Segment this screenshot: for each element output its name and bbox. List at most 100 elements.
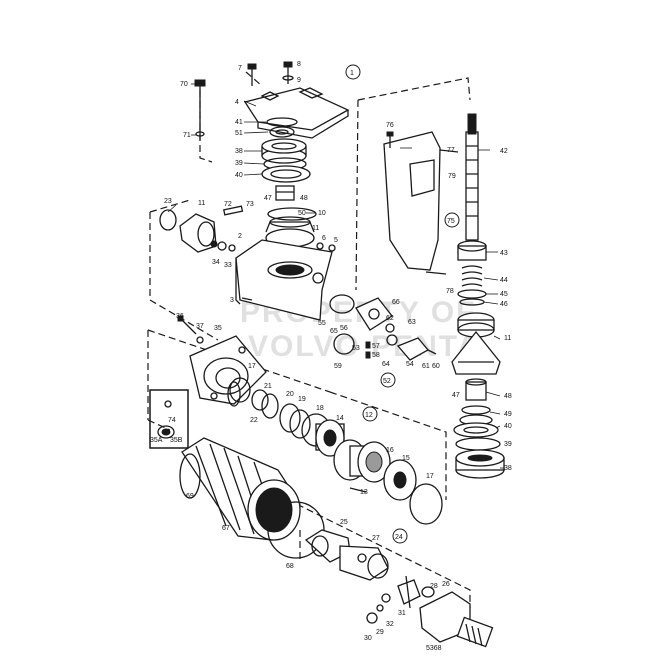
label-11-left: 11	[198, 200, 205, 207]
label-18: 18	[316, 405, 324, 412]
label-60: 60	[432, 363, 440, 370]
label-69: 69	[186, 493, 194, 500]
label-68: 68	[286, 563, 294, 570]
label-23: 23	[164, 198, 172, 205]
drawing-number: 5368	[426, 645, 442, 652]
u-joint-assembly	[304, 529, 494, 648]
label-41: 41	[235, 119, 243, 126]
vertical-shaft-42	[457, 113, 487, 306]
shift-mechanism-52	[329, 294, 437, 361]
label-21: 21	[264, 383, 272, 390]
label-48-top: 48	[300, 195, 308, 202]
label-74: 74	[168, 417, 176, 424]
label-43: 43	[500, 250, 508, 257]
label-51: 51	[235, 130, 243, 137]
label-8: 8	[297, 61, 301, 68]
label-64: 64	[382, 361, 390, 368]
label-7: 7	[238, 65, 242, 72]
group-label-24: 24	[395, 534, 403, 541]
top-cover-assembly	[194, 61, 350, 248]
label-27: 27	[372, 535, 380, 542]
label-26: 26	[442, 581, 450, 588]
label-5: 5	[334, 237, 338, 244]
bearing-row	[227, 381, 443, 525]
label-35a: 35A	[150, 437, 163, 444]
lower-gear-stack	[451, 312, 505, 479]
label-4: 4	[235, 99, 239, 106]
label-71: 71	[183, 132, 191, 139]
label-19: 19	[298, 396, 306, 403]
bellows-assembly	[179, 437, 325, 559]
watermark-line2: VOLVO PENTA	[248, 330, 481, 363]
sender-inset-box	[149, 389, 189, 449]
label-17-left: 17	[248, 363, 256, 370]
label-39-top: 39	[235, 160, 243, 167]
label-38-top: 38	[235, 148, 243, 155]
label-48-bottom: 48	[504, 393, 512, 400]
group-label-75: 75	[447, 218, 455, 225]
label-35b: 35B	[170, 437, 183, 444]
label-58: 58	[372, 352, 380, 359]
label-29: 29	[376, 629, 384, 636]
label-16: 16	[386, 447, 394, 454]
label-20: 20	[286, 391, 294, 398]
label-47-bottom: 47	[452, 392, 460, 399]
label-14: 14	[336, 415, 344, 422]
label-28: 28	[430, 583, 438, 590]
label-59: 59	[334, 363, 342, 370]
group-label-12: 12	[365, 412, 373, 419]
label-46: 46	[500, 301, 508, 308]
label-17-right: 17	[426, 473, 434, 480]
label-40-top: 40	[235, 172, 243, 179]
left-pinion-assembly	[159, 209, 236, 253]
label-72: 72	[224, 201, 232, 208]
label-56: 56	[340, 325, 348, 332]
label-3: 3	[230, 297, 234, 304]
label-50: 50	[298, 210, 306, 217]
label-65: 65	[330, 328, 338, 335]
label-31: 31	[398, 610, 406, 617]
label-9: 9	[297, 77, 301, 84]
label-79: 79	[448, 173, 456, 180]
label-42: 42	[500, 148, 508, 155]
label-30: 30	[364, 635, 372, 642]
label-15: 15	[402, 455, 410, 462]
group-label-52: 52	[383, 378, 391, 385]
label-33: 33	[224, 262, 232, 269]
upper-gear-housing	[235, 239, 336, 321]
label-73: 73	[246, 201, 254, 208]
label-47-top: 47	[264, 195, 272, 202]
label-37: 37	[196, 323, 204, 330]
label-54: 54	[406, 361, 414, 368]
leader-lines	[167, 83, 504, 469]
label-70: 70	[180, 81, 188, 88]
part-labels: 70 7 8 9 4 71 41 51 38 39 40 47 48 50 10…	[150, 61, 512, 652]
label-6: 6	[322, 235, 326, 242]
label-34: 34	[212, 259, 220, 266]
label-40-bottom: 40	[504, 423, 512, 430]
label-77: 77	[447, 147, 455, 154]
label-35: 35	[214, 325, 222, 332]
label-44: 44	[500, 277, 508, 284]
label-55: 55	[318, 320, 326, 327]
label-45: 45	[500, 291, 508, 298]
label-78: 78	[446, 288, 454, 295]
label-49: 49	[504, 411, 512, 418]
dashed-assembly-outlines	[147, 71, 471, 608]
label-63: 63	[408, 319, 416, 326]
label-32: 32	[386, 621, 394, 628]
label-76: 76	[386, 122, 394, 129]
label-38-bottom: 38	[504, 465, 512, 472]
lower-housing-35	[177, 315, 267, 405]
label-39-bottom: 39	[504, 441, 512, 448]
label-67: 67	[222, 525, 230, 532]
label-66: 66	[392, 299, 400, 306]
label-10: 10	[318, 210, 326, 217]
label-13: 13	[360, 489, 368, 496]
label-61: 61	[422, 363, 430, 370]
label-11-right: 11	[504, 335, 511, 342]
label-57: 57	[372, 343, 380, 350]
group-callouts: 1 75 52 12 24	[345, 64, 460, 544]
label-22: 22	[250, 417, 258, 424]
